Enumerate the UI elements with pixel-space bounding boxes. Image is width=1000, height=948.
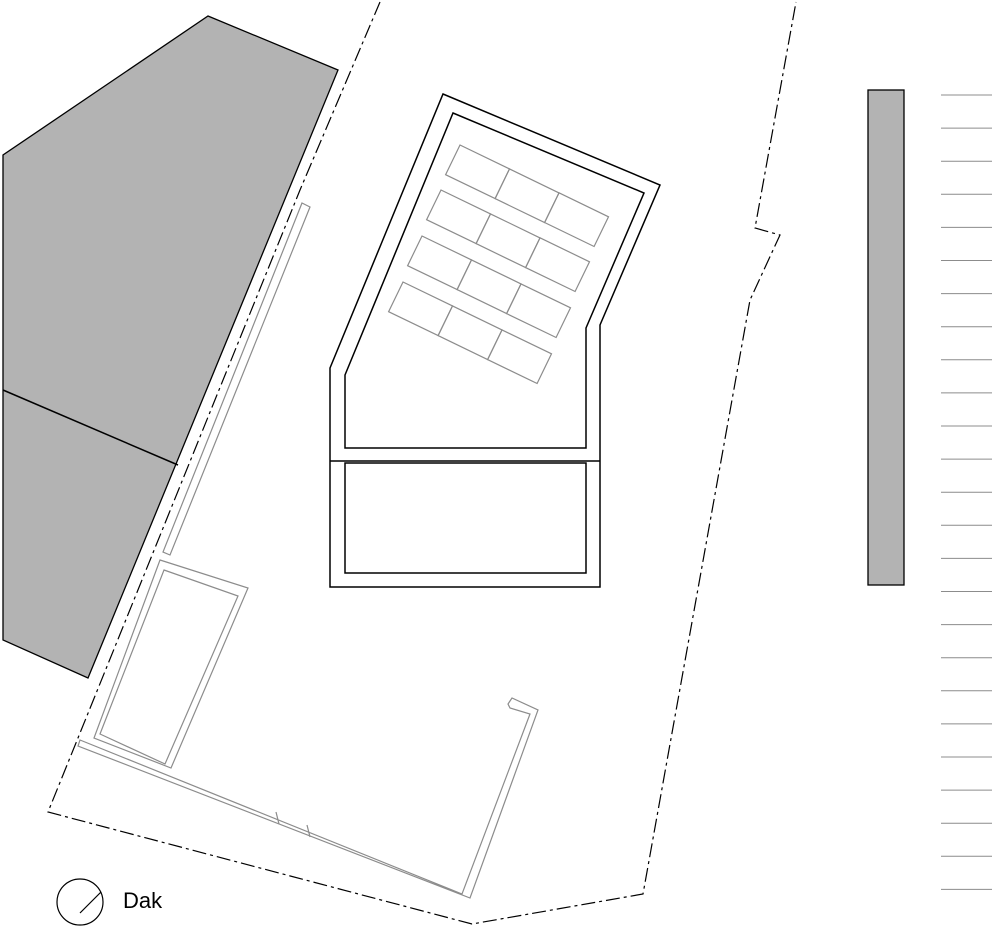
- solar-panel: [425, 189, 492, 245]
- proposed-building-inner-north: [344, 112, 645, 449]
- solar-panel: [406, 235, 473, 291]
- existing-structures: [77, 202, 539, 899]
- site-boundary: [47, 1, 797, 925]
- existing-wall-joint-1: [275, 811, 280, 825]
- solar-panel: [437, 305, 503, 361]
- legend-label: Dak: [123, 888, 163, 913]
- existing-l-wall: [77, 697, 539, 899]
- solar-panel: [494, 168, 560, 224]
- solar-panel: [456, 259, 522, 315]
- existing-wall-strip: [162, 202, 311, 556]
- existing-wall-joint-2: [306, 824, 311, 838]
- solar-panel-array: [387, 144, 610, 385]
- solar-panel: [524, 236, 591, 293]
- north-arrow-needle: [79, 891, 102, 914]
- north-arrow-icon: [56, 878, 104, 926]
- solar-panel: [505, 283, 572, 339]
- proposed-building: [329, 93, 661, 588]
- site-boundary-line: [47, 1, 797, 925]
- solar-panel: [486, 329, 553, 385]
- legend: Dak: [56, 878, 163, 926]
- solar-panel: [387, 281, 454, 337]
- neighbor-building-shape: [2, 15, 339, 679]
- parking-ticks: [941, 94, 992, 890]
- proposed-building-inner-south: [344, 462, 587, 574]
- solar-panel: [444, 144, 511, 200]
- existing-annex-outer: [93, 559, 249, 769]
- neighbor-building-divider: [2, 389, 179, 466]
- neighbor-building-right: [867, 89, 905, 586]
- solar-panel: [475, 213, 541, 269]
- neighbor-building-left: [2, 15, 339, 679]
- proposed-building-outer: [329, 93, 661, 588]
- existing-annex-inner: [99, 569, 239, 765]
- solar-panel: [543, 191, 610, 248]
